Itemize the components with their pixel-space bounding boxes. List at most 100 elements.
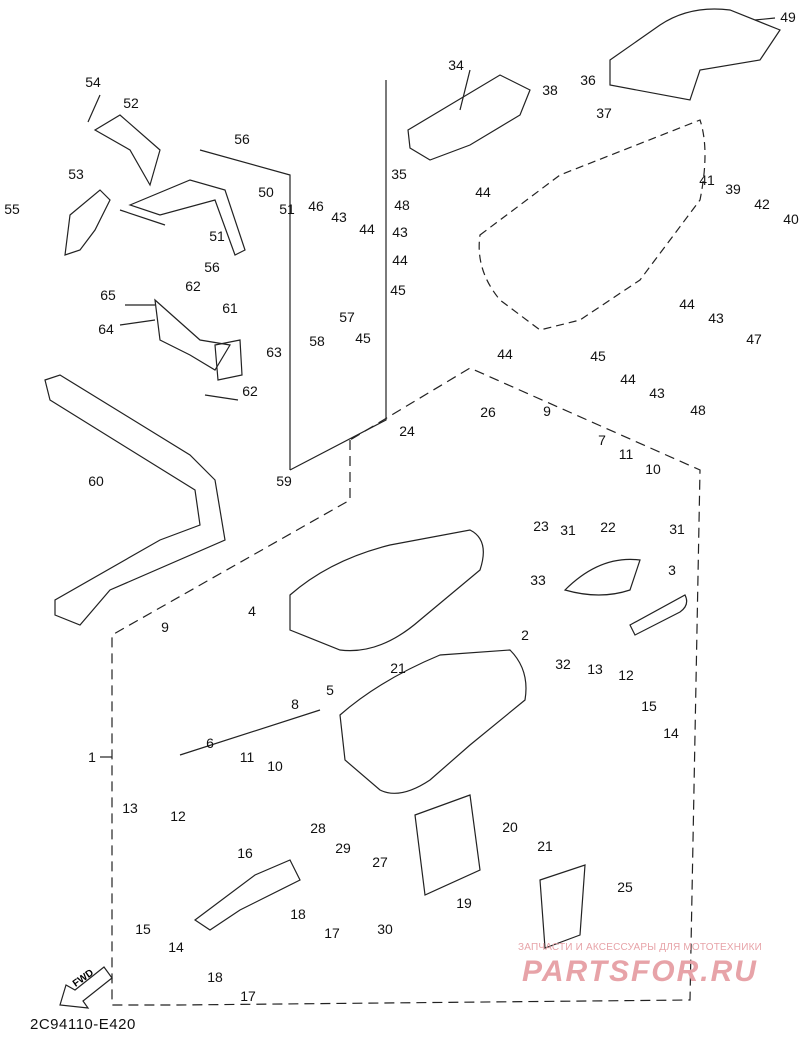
bracket-part-53	[64, 189, 111, 256]
callout-31: 31	[560, 522, 576, 538]
callout-45: 45	[355, 330, 371, 346]
callout-45c: 45	[590, 348, 606, 364]
hinge-part-16	[193, 859, 301, 931]
callout-23: 23	[533, 518, 549, 534]
callout-19: 19	[456, 895, 472, 911]
bracket-part-52	[93, 114, 161, 187]
callout-43b: 43	[392, 224, 408, 240]
callout-4: 4	[248, 603, 256, 619]
lid-part-5	[289, 529, 484, 652]
forward-arrow-icon	[59, 966, 113, 1009]
callout-40: 40	[783, 211, 799, 227]
callout-57: 57	[339, 309, 355, 325]
diagram-code: 2C94110-E420	[30, 1016, 136, 1033]
plate-part-27	[414, 794, 481, 896]
callout-10: 10	[645, 461, 661, 477]
callout-6: 6	[206, 735, 214, 751]
callout-41: 41	[699, 172, 715, 188]
callout-48: 48	[394, 197, 410, 213]
cover-part-upper	[478, 119, 706, 331]
callout-31b: 31	[669, 521, 685, 537]
callout-51: 51	[279, 201, 295, 217]
latch-part-22	[563, 558, 641, 596]
callout-34: 34	[448, 57, 464, 73]
callout-51b: 51	[209, 228, 225, 244]
callout-44e: 44	[497, 346, 513, 362]
bracket-part-34	[407, 74, 531, 161]
callout-61: 61	[222, 300, 238, 316]
callout-30: 30	[377, 921, 393, 937]
callout-2: 2	[521, 627, 529, 643]
callout-63: 63	[266, 344, 282, 360]
callout-32: 32	[555, 656, 571, 672]
damper-part-63	[214, 339, 243, 381]
callout-20: 20	[502, 819, 518, 835]
pad-part-49	[609, 8, 781, 101]
case-part-2	[339, 649, 527, 794]
callout-12: 12	[618, 667, 634, 683]
callout-9: 9	[543, 403, 551, 419]
callout-62: 62	[185, 278, 201, 294]
callout-36: 36	[580, 72, 596, 88]
callout-43d: 43	[649, 385, 665, 401]
callout-11: 11	[618, 446, 634, 462]
callout-28: 28	[310, 820, 326, 836]
callout-13: 13	[587, 661, 603, 677]
callout-10b: 10	[267, 758, 283, 774]
callout-8: 8	[291, 696, 299, 712]
callout-59: 59	[276, 473, 292, 489]
callout-60: 60	[88, 473, 104, 489]
callout-44b: 44	[475, 184, 491, 200]
callout-7: 7	[598, 432, 606, 448]
callout-46: 46	[308, 198, 324, 214]
callout-14: 14	[663, 725, 679, 741]
callout-52: 52	[123, 95, 139, 111]
callout-44d: 44	[679, 296, 695, 312]
callout-44c: 44	[392, 252, 408, 268]
callout-45b: 45	[390, 282, 406, 298]
callout-53: 53	[68, 166, 84, 182]
callout-25: 25	[617, 879, 633, 895]
callout-55: 55	[4, 201, 20, 217]
callout-12b: 12	[170, 808, 186, 824]
callout-27: 27	[372, 854, 388, 870]
callout-22: 22	[600, 519, 616, 535]
callout-50: 50	[258, 184, 274, 200]
callout-39: 39	[725, 181, 741, 197]
frame-lower	[44, 374, 226, 626]
callout-54: 54	[85, 74, 101, 90]
callout-17: 17	[324, 925, 340, 941]
watermark-tagline: ЗАПЧАСТИ И АКСЕССУАРЫ ДЛЯ МОТОТЕХНИКИ	[517, 942, 763, 953]
assembly-boundary	[111, 367, 701, 1006]
callout-35: 35	[391, 166, 407, 182]
callout-14b: 14	[168, 939, 184, 955]
callout-18b: 18	[207, 969, 223, 985]
callout-64: 64	[98, 321, 114, 337]
callout-24: 24	[399, 423, 415, 439]
callout-62b: 62	[242, 383, 258, 399]
callout-18: 18	[290, 906, 306, 922]
callout-26: 26	[480, 404, 496, 420]
callout-29: 29	[335, 840, 351, 856]
callout-48b: 48	[690, 402, 706, 418]
callout-56: 56	[234, 131, 250, 147]
callout-11b: 11	[239, 749, 255, 765]
callout-15: 15	[641, 698, 657, 714]
callout-21b: 21	[537, 838, 553, 854]
callout-13b: 13	[122, 800, 138, 816]
callout-15b: 15	[135, 921, 151, 937]
callout-3: 3	[668, 562, 676, 578]
callout-44: 44	[359, 221, 375, 237]
callout-43c: 43	[708, 310, 724, 326]
rail-part-61	[154, 298, 231, 371]
upper-assembly-boundary	[289, 80, 387, 471]
callout-5: 5	[326, 682, 334, 698]
callout-9b: 9	[161, 619, 169, 635]
callout-42: 42	[754, 196, 770, 212]
callout-16: 16	[237, 845, 253, 861]
latch-plate-part-25	[539, 864, 586, 949]
callout-21: 21	[390, 660, 406, 676]
callout-37: 37	[596, 105, 612, 121]
callout-65: 65	[100, 287, 116, 303]
